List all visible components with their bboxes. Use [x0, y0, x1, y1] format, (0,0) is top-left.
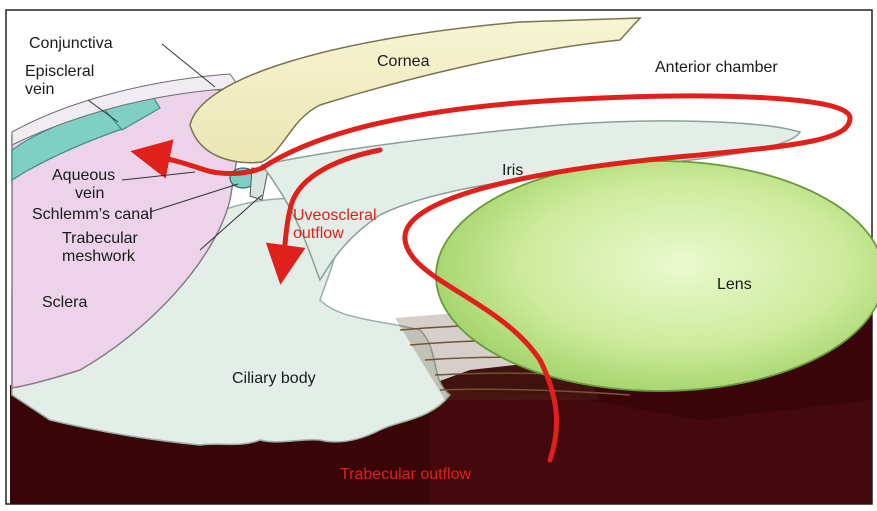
label-cornea: Cornea	[377, 53, 430, 70]
label-trabecular-meshwork-1: Trabecular	[62, 230, 139, 247]
label-aqueous-vein-2: vein	[75, 185, 104, 202]
label-schlemms-canal: Schlemm’s canal	[32, 206, 153, 223]
label-aqueous-vein-1: Aqueous	[52, 167, 115, 184]
label-sclera: Sclera	[42, 294, 87, 311]
label-episcleral-vein-2: vein	[25, 81, 54, 98]
label-conjunctiva: Conjunctiva	[29, 35, 113, 52]
lens-shape	[436, 161, 877, 391]
label-iris: Iris	[502, 162, 523, 179]
label-anterior-chamber: Anterior chamber	[655, 59, 778, 76]
label-lens: Lens	[717, 276, 752, 293]
label-uveoscleral-outflow-1: Uveoscleral	[293, 207, 377, 224]
label-trabecular-outflow: Trabecular outflow	[340, 466, 471, 483]
label-ciliary-body: Ciliary body	[232, 370, 316, 387]
label-uveoscleral-outflow-2: outflow	[293, 225, 344, 242]
label-trabecular-meshwork-2: meshwork	[62, 248, 136, 265]
label-episcleral-vein-1: Episcleral	[25, 63, 94, 80]
